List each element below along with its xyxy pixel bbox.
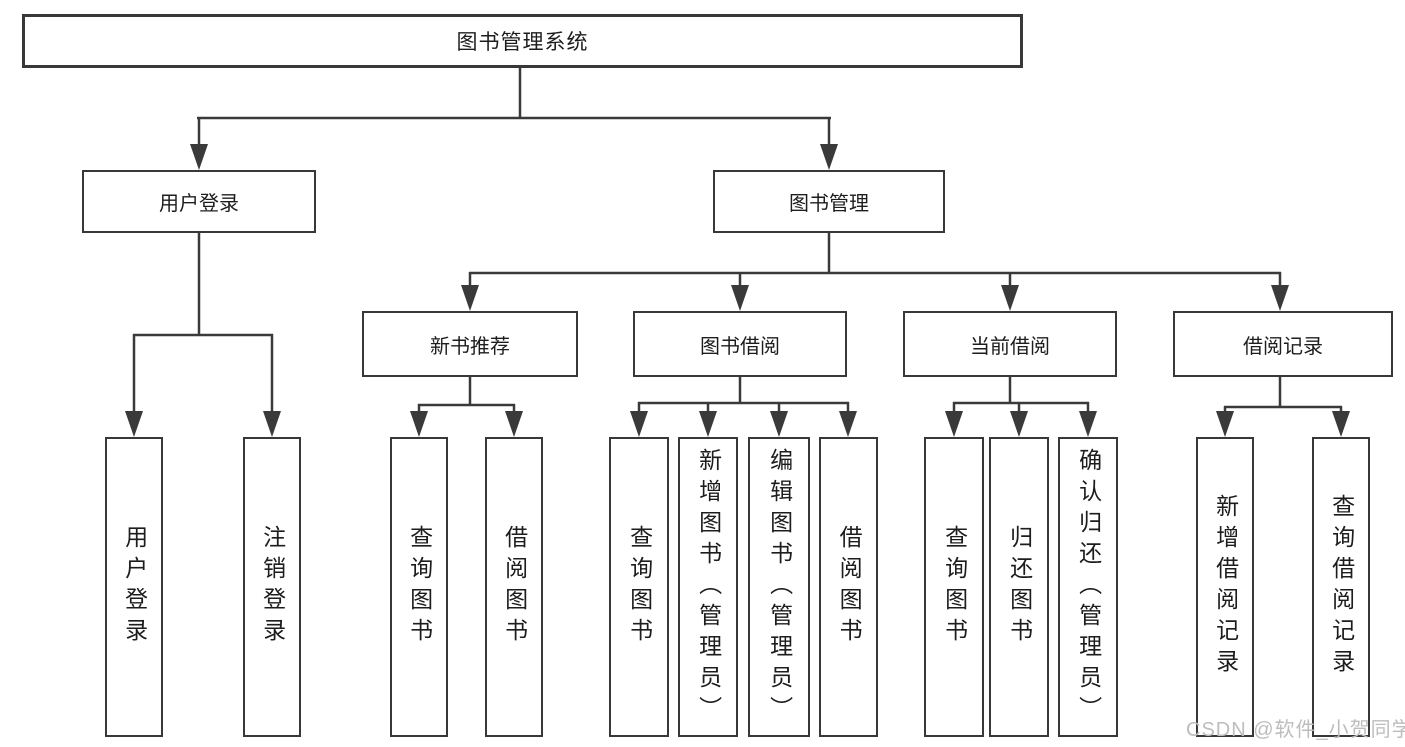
connector-current-borrow [945, 377, 1097, 437]
leaf-label: 查询图书 [406, 525, 433, 649]
leaf-label: 编辑图书（管理员） [766, 447, 793, 727]
leaf-borrow-books: 借阅图书 [819, 437, 878, 737]
leaf-logout: 注销登录 [243, 437, 301, 737]
node-library-management-system: 图书管理系统 [22, 14, 1023, 68]
leaf-user-login: 用户登录 [105, 437, 163, 737]
node-new-book-recommend: 新书推荐 [362, 311, 578, 377]
leaf-label: 注销登录 [259, 525, 286, 649]
connector-book-management [461, 233, 1289, 311]
node-book-management: 图书管理 [713, 170, 945, 233]
connector-borrow-records [1216, 377, 1350, 437]
leaf-label: 借阅图书 [501, 525, 528, 649]
leaf-label: 新增借阅记录 [1212, 494, 1239, 680]
node-current-borrow: 当前借阅 [903, 311, 1117, 377]
leaf-label: 查询图书 [626, 525, 653, 649]
leaf-label: 查询图书 [941, 525, 968, 649]
connector-new-book-recommend [410, 377, 523, 437]
leaf-query-borrow-record: 查询借阅记录 [1312, 437, 1370, 737]
leaf-query-books-current: 查询图书 [924, 437, 984, 737]
node-borrow-records: 借阅记录 [1173, 311, 1393, 377]
leaf-label: 查询借阅记录 [1328, 494, 1355, 680]
node-book-borrow: 图书借阅 [633, 311, 847, 377]
leaf-label: 用户登录 [121, 525, 148, 649]
leaf-label: 归还图书 [1006, 525, 1033, 649]
leaf-label: 确认归还（管理员） [1075, 447, 1102, 727]
leaf-query-books-recommend: 查询图书 [390, 437, 448, 737]
leaf-add-borrow-record: 新增借阅记录 [1196, 437, 1254, 737]
leaf-label: 借阅图书 [836, 525, 863, 649]
leaf-add-books-admin: 新增图书（管理员） [678, 437, 738, 737]
leaf-confirm-return-admin: 确认归还（管理员） [1058, 437, 1118, 737]
leaf-return-books: 归还图书 [989, 437, 1049, 737]
connector-book-borrow [630, 377, 857, 437]
leaf-borrow-books-recommend: 借阅图书 [485, 437, 543, 737]
connector-root-to-level2 [190, 68, 838, 170]
watermark: CSDN @软件_小贺同学 [1186, 719, 1405, 741]
node-user-login: 用户登录 [82, 170, 316, 233]
leaf-edit-books-admin: 编辑图书（管理员） [748, 437, 810, 737]
leaf-query-books-borrow: 查询图书 [609, 437, 669, 737]
connector-user-login [125, 233, 281, 437]
leaf-label: 新增图书（管理员） [695, 447, 722, 727]
